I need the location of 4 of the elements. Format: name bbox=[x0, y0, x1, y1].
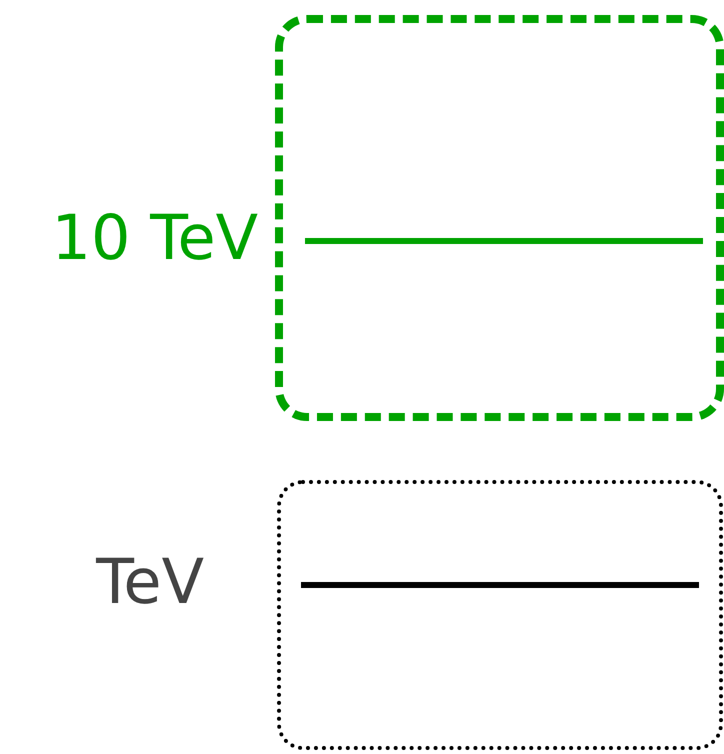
energy-label: 10 TeV bbox=[52, 203, 258, 273]
energy-label: TeV bbox=[96, 547, 204, 617]
dashed-frame bbox=[277, 480, 723, 750]
dashed-frame bbox=[275, 15, 724, 421]
